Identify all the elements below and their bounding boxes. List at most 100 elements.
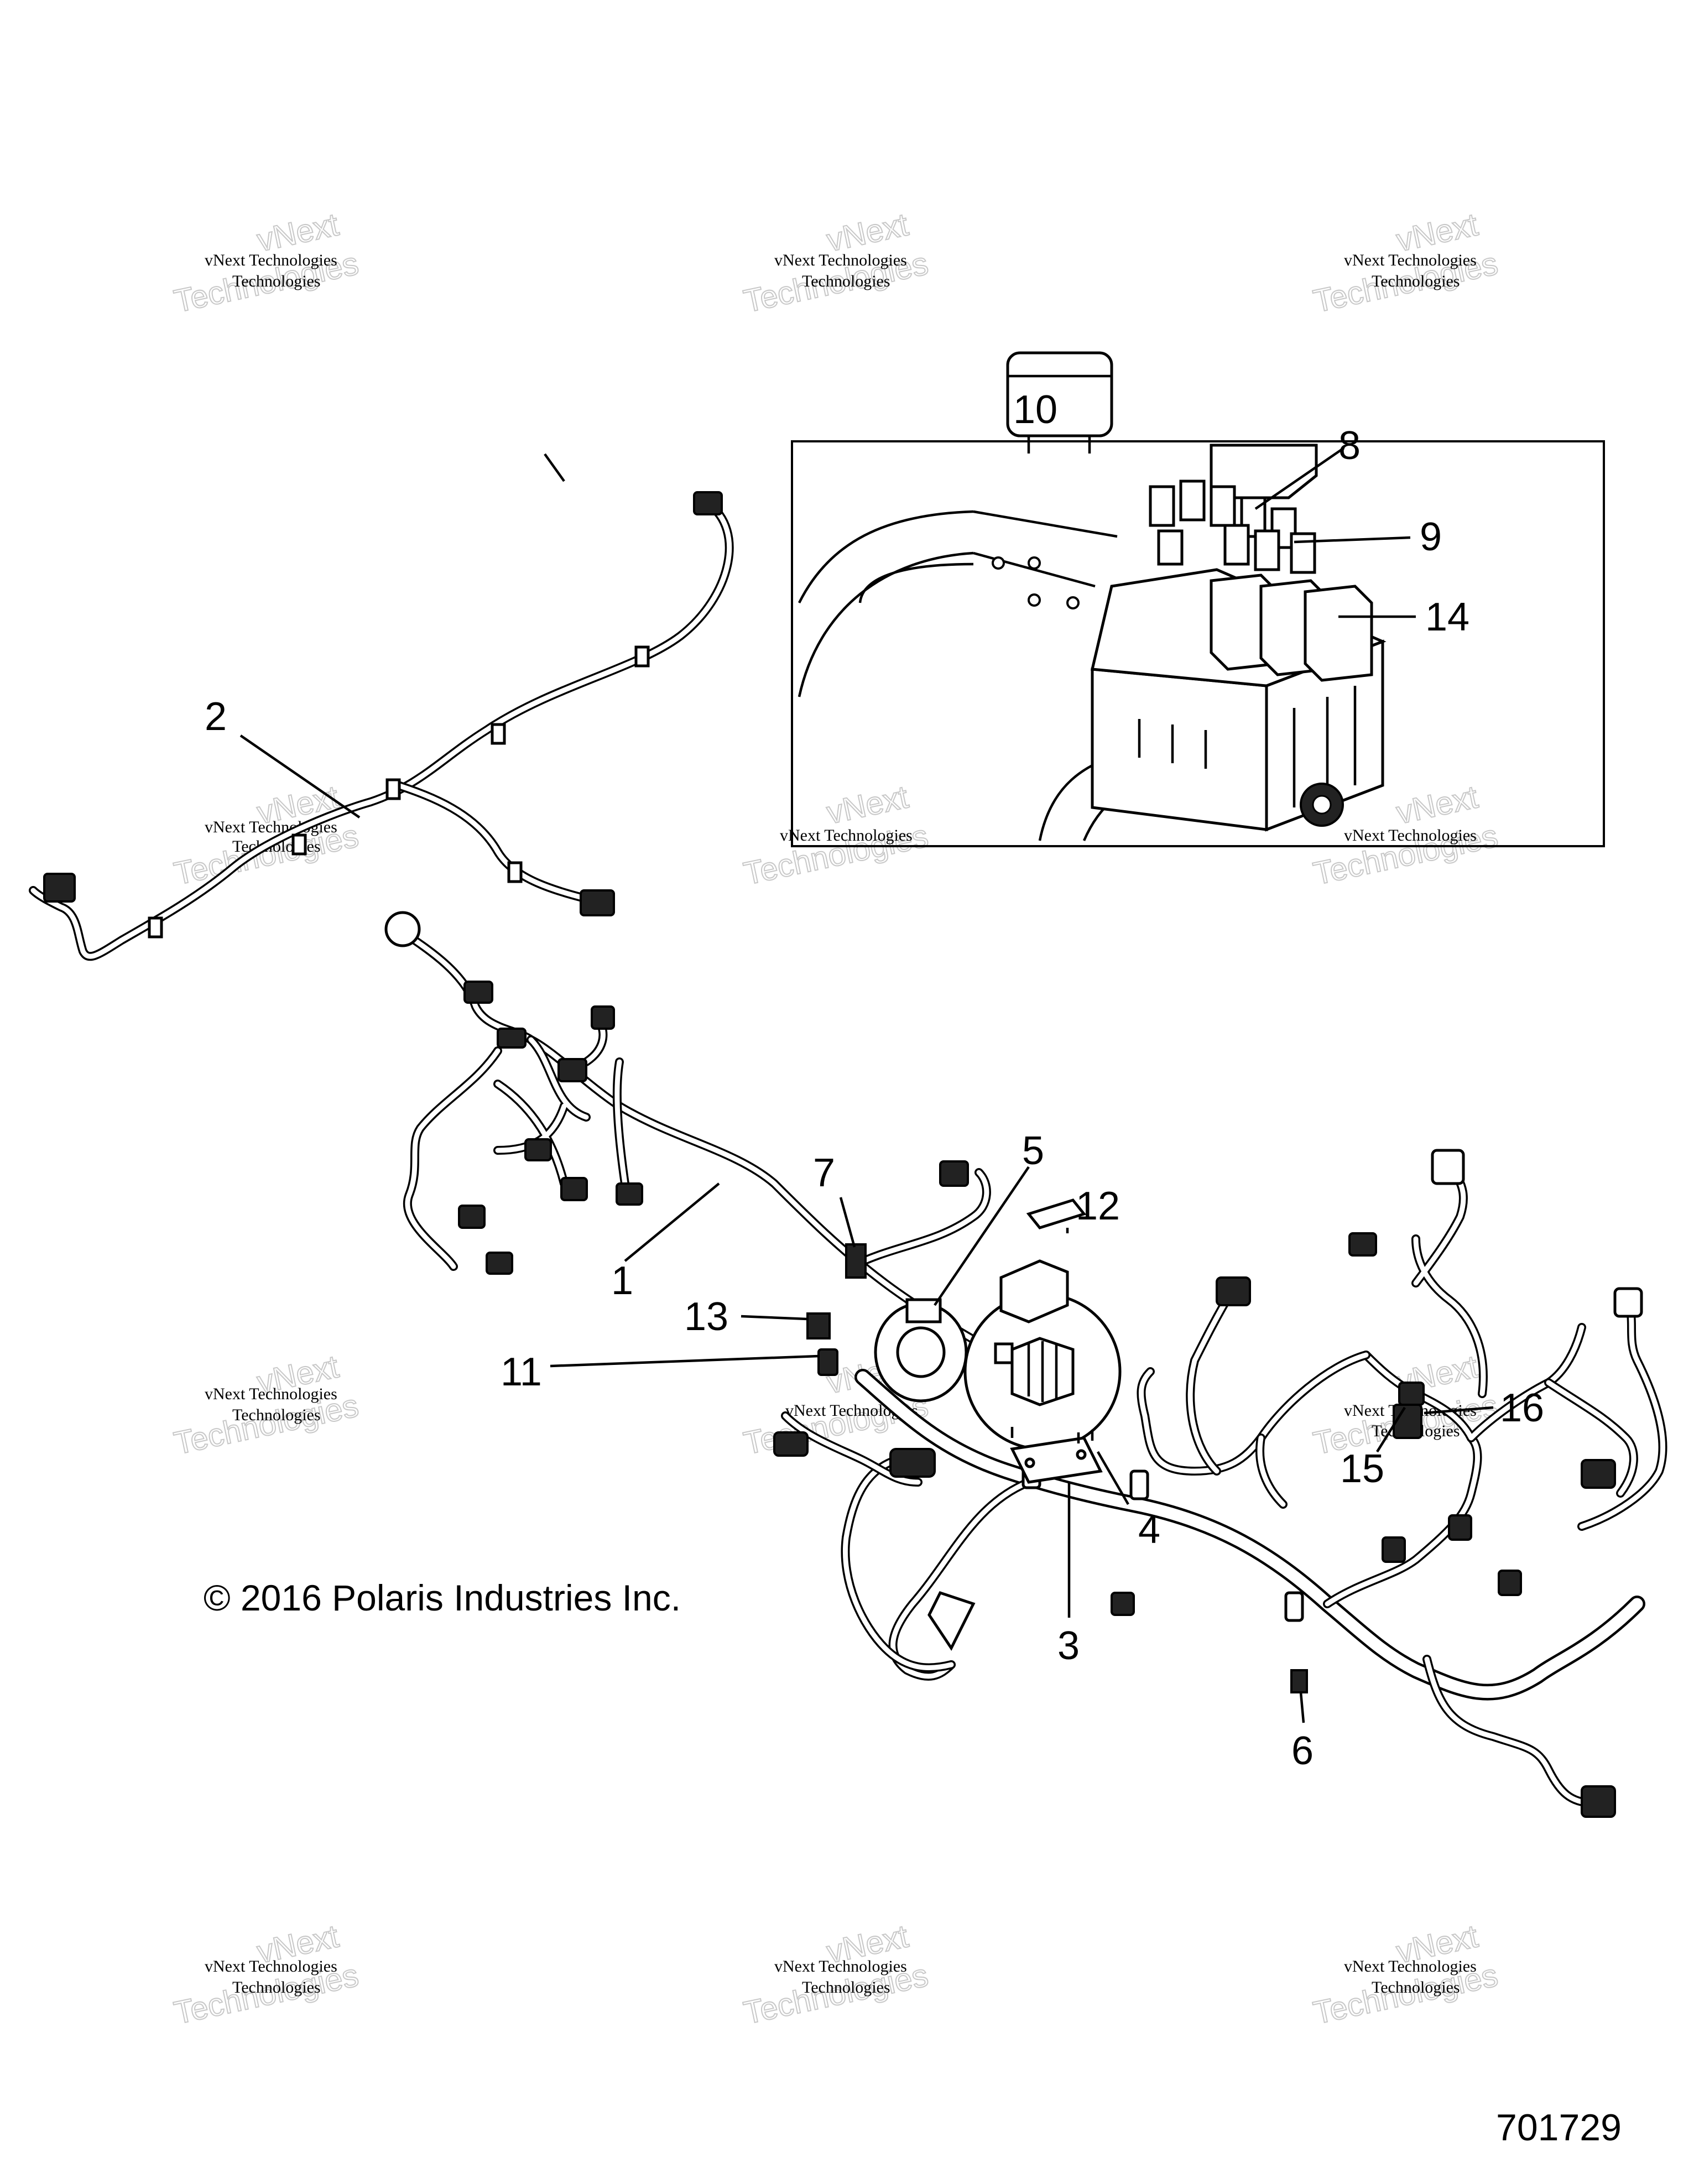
mini-fuse [1179,479,1206,522]
leader-4 [1097,1451,1129,1505]
clip [491,723,506,745]
harness-2-main-inner [30,501,732,959]
connector [616,1182,643,1206]
callout-3: 3 [1057,1624,1080,1668]
watermark-top-right: Technologies vNext vNext Technologies Te… [1310,206,1502,320]
leader-2 [239,734,361,819]
watermark-bottom-left: Technologies vNext vNext Technologies Te… [170,1917,362,2031]
watermark-small: vNext Technologies [205,1385,337,1403]
watermark-small: vNext Technologies [1344,251,1477,269]
harness-1-right-branch-inner [1325,1435,1480,1607]
mini-fuses-8-9 [1149,479,1316,574]
watermark-small-2: Technologies [232,272,321,290]
connector [524,1138,552,1161]
relay-10 [1006,351,1113,454]
inset-hole [992,556,1005,570]
sleeve-band [1129,1469,1149,1500]
harness-2-branch-inner [395,783,600,904]
grommet-tab [905,1298,942,1323]
harness-1-left-loop-inner [842,1457,954,1671]
watermark-small-2: Technologies [802,1978,890,1997]
item-4-screws [1010,1427,1094,1443]
mini-fuse [1157,529,1184,566]
diagram-part-number: 701729 [1496,2107,1622,2149]
watermark-bottom-center: Technologies vNext vNext Technologies Te… [740,1917,932,2031]
inset-harness-curve-2 [798,551,974,697]
item-7-clip [845,1243,867,1279]
watermark-small-2: Technologies [232,1978,321,1997]
fuse-block-housing [1090,568,1387,832]
leader-9 [1294,536,1411,544]
item-5-grommet [874,1298,968,1403]
item-12-label [1026,1198,1087,1229]
connector [693,491,723,515]
harness-1-lower-loop-inner [890,1479,1031,1679]
leader-15 [1376,1406,1406,1453]
connector [939,1160,969,1187]
watermark-small-2: Technologies [802,272,890,290]
callout-11: 11 [501,1350,542,1394]
harness-1-mid-right-leads-inner [1187,1286,1286,1507]
connector [1382,1536,1406,1563]
leader-7 [839,1197,856,1248]
callout-7: 7 [813,1151,835,1195]
connector [1431,1149,1465,1185]
inset-harness-curve-3 [858,562,974,603]
inset-harness-curve-1 [798,510,974,604]
watermark-small: vNext Technologies [780,826,913,845]
main-harness-1 [384,911,1667,1818]
callout-5: 5 [1022,1129,1044,1173]
leader-lines [239,447,1494,1723]
fuse-block-front [1091,668,1268,831]
clip [634,645,650,668]
clip [507,861,523,883]
callout-10: 10 [1013,388,1057,432]
connector [591,1005,615,1030]
callout-1: 1 [611,1259,633,1303]
leader-1 [624,1182,720,1262]
harness-1-mid-right-loop-inner [1138,1352,1369,1474]
callout-8: 8 [1338,424,1361,468]
fuse-block-ribs [1138,719,1207,769]
inset-hole [1066,596,1080,609]
watermark-mid-left: Technologies vNext vNext Technologies Te… [170,778,362,892]
mini-fuse-block-detail [963,1198,1122,1484]
relay-cube [1304,585,1373,682]
harness-1-lower-loop-outer [888,1478,1033,1681]
ground-terminal-hole [1312,795,1332,815]
connector [486,1252,513,1275]
harness-1-bottom-right-inner [1424,1656,1596,1806]
harness-1-far-right-inner [1546,1297,1665,1529]
item-13-bracket [806,1312,831,1339]
mini-relay [994,1342,1014,1364]
clip [148,916,163,939]
leader-16 [1424,1406,1494,1415]
connector [580,889,615,916]
harness-1-mid-branch-inner [849,1170,989,1269]
inset-hole [1028,593,1041,607]
watermark-bottom-right: Technologies vNext vNext Technologies Te… [1310,1917,1502,2031]
watermark-small: vNext Technologies [1344,826,1477,845]
connector [463,981,493,1004]
mini-fuse [1223,524,1250,566]
mini-fuse [1254,529,1280,571]
inset-hole [1028,556,1041,570]
leader-10 [544,453,565,482]
connector [1448,1514,1472,1541]
connector [1581,1785,1616,1818]
callout-16: 16 [1500,1386,1544,1430]
grommet-inner [896,1326,946,1378]
callout-13: 13 [684,1295,728,1339]
sleeve-band [1284,1591,1304,1622]
watermark-small: vNext Technologies [774,251,907,269]
watermark-small: vNext Technologies [774,1957,907,1975]
mini-fuse [1149,485,1175,527]
inset-harness-edge [973,510,1118,538]
fuse-block-cover [999,1259,1069,1323]
relay-pins [1027,436,1091,454]
harness-2-main-outer [29,499,734,961]
callout-12: 12 [1076,1184,1120,1228]
inset-frame [791,440,1605,847]
harness-2 [29,491,734,961]
